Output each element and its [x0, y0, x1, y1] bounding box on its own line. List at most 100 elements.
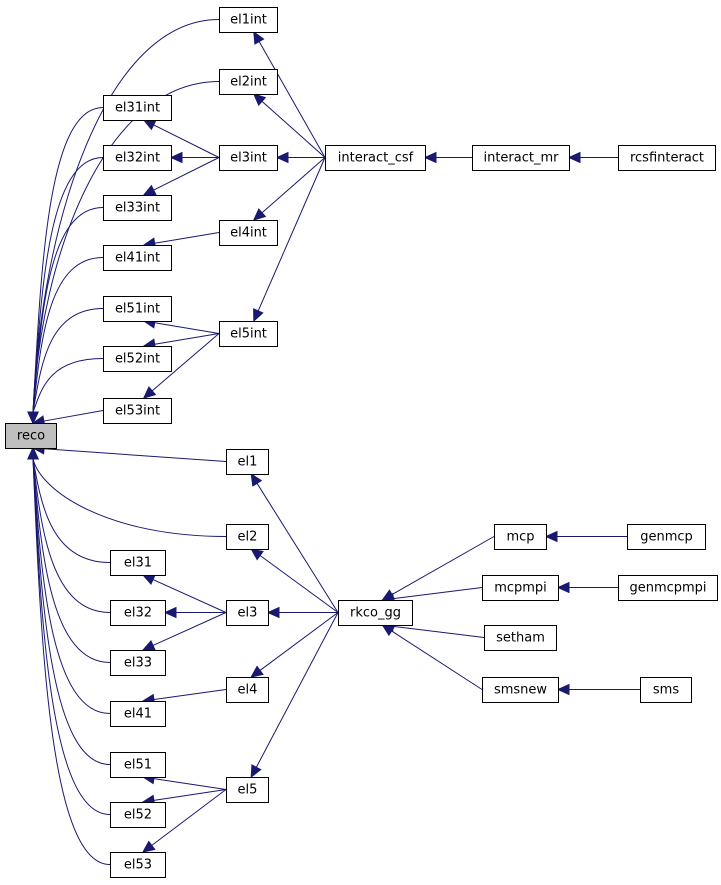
edge-el32int-to-reco — [32, 157, 104, 413]
node-box — [338, 600, 413, 626]
arrowhead-interact_csf-to-el4int — [252, 208, 267, 221]
node-el32int[interactable]: el32int — [103, 145, 172, 171]
node-label: reco — [17, 429, 45, 444]
node-el3int[interactable]: el3int — [219, 145, 278, 171]
node-label: el51 — [124, 758, 152, 773]
node-smsnew[interactable]: smsnew — [482, 677, 559, 703]
node-el31[interactable]: el31 — [110, 550, 166, 576]
node-box — [226, 777, 269, 803]
node-label: rkco_gg — [350, 606, 401, 621]
node-box — [110, 650, 166, 676]
edge-mcp-to-rkco_gg — [391, 536, 495, 595]
arrowhead-rkco_gg-to-el5 — [250, 764, 262, 779]
edge-rkco_gg-to-el2 — [259, 555, 339, 613]
node-label: el4 — [238, 683, 258, 698]
node-sms[interactable]: sms — [640, 677, 692, 703]
edge-el32-to-reco — [32, 458, 111, 613]
node-label: el5 — [238, 783, 258, 798]
node-label: smsnew — [494, 683, 547, 698]
arrowhead-rkco_gg-to-el1 — [250, 472, 263, 487]
node-el1int[interactable]: el1int — [219, 7, 278, 33]
nodes-layer: reco el1int el2int el31int el32int el33int el3… — [5, 7, 718, 878]
node-el2[interactable]: el2 — [226, 524, 269, 550]
edge-el5int-to-el51int — [154, 322, 220, 334]
node-el41int[interactable]: el41int — [103, 245, 172, 271]
node-label: el41int — [115, 251, 160, 266]
node-interact-csf[interactable]: interact_csf — [325, 145, 426, 171]
node-label: el2 — [238, 530, 258, 545]
node-label: rcsfinteract — [630, 151, 704, 166]
node-label: genmcpmpi — [629, 581, 706, 596]
node-box — [325, 145, 426, 171]
node-el1[interactable]: el1 — [226, 449, 269, 475]
node-el5int[interactable]: el5int — [219, 321, 278, 347]
edge-el53-to-reco — [32, 458, 111, 865]
node-el52[interactable]: el52 — [110, 802, 166, 828]
node-box — [219, 220, 278, 246]
edge-el2int-to-reco — [32, 81, 220, 413]
edge-el3-to-el33 — [152, 612, 227, 646]
arrowhead-el3-to-el33 — [141, 640, 156, 651]
node-mcpmpi[interactable]: mcpmpi — [482, 575, 559, 601]
arrowhead-el3int-to-el33int — [142, 184, 157, 196]
arrowhead-el3int-to-el31int — [142, 119, 157, 131]
arrowhead-interact_csf-to-el3int — [275, 151, 289, 164]
node-label: el41 — [124, 707, 152, 722]
node-box — [103, 296, 172, 322]
node-el2int[interactable]: el2int — [219, 69, 278, 95]
node-el4int[interactable]: el4int — [219, 220, 278, 246]
node-box — [103, 398, 172, 424]
arrowhead-rcsfinteract-to-interact_mr — [567, 151, 581, 164]
node-el51int[interactable]: el51int — [103, 296, 172, 322]
node-genmcp[interactable]: genmcp — [627, 524, 706, 550]
node-el41[interactable]: el41 — [110, 701, 166, 727]
node-setham[interactable]: setham — [484, 625, 557, 651]
node-box — [219, 7, 278, 33]
edge-el52-to-reco — [32, 458, 111, 815]
node-box — [472, 145, 570, 171]
edge-mcpmpi-to-rkco_gg — [393, 587, 483, 600]
node-label: el1 — [238, 455, 258, 470]
node-el51[interactable]: el51 — [110, 752, 166, 778]
node-el53int[interactable]: el53int — [103, 398, 172, 424]
node-el5[interactable]: el5 — [226, 777, 269, 803]
node-box — [103, 145, 172, 171]
node-label: sms — [653, 683, 679, 698]
edge-rkco_gg-to-el1 — [256, 483, 339, 613]
node-box — [219, 321, 278, 347]
edge-el41-to-reco — [32, 458, 111, 714]
node-rkco-gg[interactable]: rkco_gg — [338, 600, 413, 626]
node-label: el2int — [230, 75, 267, 90]
node-label: interact_mr — [483, 151, 559, 166]
node-el32[interactable]: el32 — [110, 600, 166, 626]
node-el33[interactable]: el33 — [110, 650, 166, 676]
node-rcsfinteract[interactable]: rcsfinteract — [618, 145, 716, 171]
arrowhead-interact_csf-to-el1int — [253, 30, 265, 45]
arrowhead-interact_csf-to-el2int — [252, 93, 267, 106]
arrowhead-el5-to-el53 — [142, 840, 156, 853]
node-el52int[interactable]: el52int — [103, 346, 172, 372]
edge-el3int-to-el33int — [153, 157, 220, 191]
node-label: el51int — [115, 302, 160, 317]
arrowhead-sms-to-smsnew — [556, 683, 570, 696]
node-box — [103, 245, 172, 271]
edge-el5int-to-el52int — [154, 333, 220, 345]
edge-el31int-to-reco — [32, 107, 104, 413]
node-box — [482, 677, 559, 703]
node-el3[interactable]: el3 — [226, 600, 269, 626]
node-el33int[interactable]: el33int — [103, 195, 172, 221]
node-label: mcpmpi — [494, 581, 547, 596]
node-reco[interactable]: reco — [5, 423, 57, 449]
arrowhead-el3-to-el32 — [163, 606, 177, 619]
node-interact-mr[interactable]: interact_mr — [472, 145, 570, 171]
node-mcp[interactable]: mcp — [494, 524, 547, 550]
edge-el3int-to-el31int — [153, 124, 220, 158]
edge-el1int-to-reco — [32, 19, 220, 413]
node-label: el3int — [230, 151, 267, 166]
node-box — [226, 600, 269, 626]
node-el31int[interactable]: el31int — [103, 95, 172, 121]
node-label: el53int — [115, 404, 160, 419]
node-genmcpmpi[interactable]: genmcpmpi — [618, 575, 718, 601]
node-el4[interactable]: el4 — [226, 677, 269, 703]
node-el53[interactable]: el53 — [110, 852, 166, 878]
